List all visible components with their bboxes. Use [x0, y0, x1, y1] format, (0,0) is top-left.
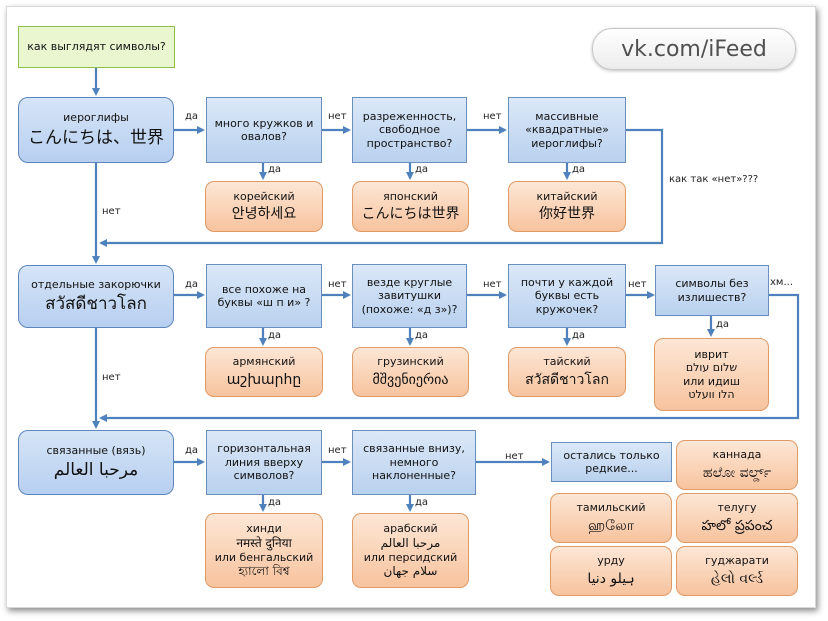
edge-label-no: нет — [102, 372, 121, 383]
answer-name: тайский — [543, 355, 591, 369]
answer-georgian: грузинский მშვენიერია — [352, 347, 469, 397]
answer-script: ಹಲೋ ವರ್ಲ್ಡ್ — [702, 464, 772, 481]
edge-label-no: нет — [328, 111, 347, 122]
answer-name: урду — [597, 554, 625, 568]
answer-script: 안녕하세요 — [231, 206, 297, 223]
question-circles-ovals: много кружков и овалов? — [206, 97, 322, 163]
edge-label-how-no: как так «нет»??? — [669, 174, 759, 185]
edge-label-yes: да — [415, 330, 429, 341]
answer-script: สวัสดีชาวโลก — [525, 371, 609, 388]
edge-label-yes: да — [716, 319, 730, 330]
answer-chinese: китайский 你好世界 — [508, 181, 626, 232]
answer-gujarati: гуджарати હેલો વર્લ્ડ — [676, 546, 798, 596]
edge-label-no: нет — [102, 206, 121, 217]
answer-name: армянский — [232, 355, 296, 369]
edge-label-no: нет — [328, 279, 347, 290]
answer-extra: или персидский — [363, 550, 458, 564]
answer-script: హలో ప్రపంచ — [701, 517, 773, 534]
question-horizontal-line-top: горизонтальная линия вверху символов? — [206, 430, 322, 495]
answer-name: гуджарати — [705, 554, 769, 568]
answer-name: тамильский — [576, 501, 646, 515]
answer-name: арабский — [383, 522, 438, 536]
answer-urdu: урду ہیلو دنیا — [550, 546, 672, 596]
answer-name: иврит — [694, 347, 729, 361]
answer-line: הלו וועלט — [688, 387, 735, 401]
answer-script: მშვენიერია — [372, 371, 449, 388]
answer-hebrew: иврит שלום עולם или идиш הלו וועלט — [654, 338, 769, 411]
answer-script: مرحبا العالم — [380, 535, 441, 550]
answer-script: こんにちは世界 — [361, 206, 460, 223]
answer-tamil: тамильский ஹலோ — [550, 493, 672, 543]
edge-label-yes: да — [415, 497, 429, 508]
question-no-frills: символы без излишеств? — [655, 265, 769, 316]
edge-label-yes: да — [185, 445, 199, 456]
edge-label-no: нет — [483, 111, 502, 122]
category-title: иероглифы — [63, 111, 129, 125]
question-looks-like-letters: все похоже на буквы «ш п и» ? — [206, 264, 322, 328]
answer-arabic: арабский مرحبا العالم или персидский سلا… — [352, 513, 469, 588]
category-separate-squiggles: отдельные закорючки สวัสดีชาวโลก — [18, 265, 174, 328]
edge-label-no: нет — [628, 279, 647, 290]
answer-script: աշխարհը — [226, 371, 302, 388]
question-massive-square: массивные «квадратные» иероглифы? — [508, 97, 626, 163]
answer-script: ஹலோ — [587, 517, 635, 534]
edge-label-yes: да — [268, 497, 282, 508]
answer-name: японский — [383, 189, 438, 203]
edge-label-yes: да — [268, 164, 282, 175]
answer-hindi: хинди नमस्ते दुनिया или бенгальский হ্যা… — [205, 513, 323, 588]
answer-name: грузинский — [377, 355, 444, 369]
question-circle-on-letters: почти у каждой буквы есть кружочек? — [508, 264, 626, 328]
answer-name: хинди — [246, 522, 282, 536]
question-round-curls: везде круглые завитушки (похоже: «д з»)? — [352, 264, 467, 328]
answer-name: телугу — [717, 501, 757, 515]
category-title: отдельные закорючки — [31, 277, 161, 291]
question-connected-bottom: связанные внизу, немного наклоненные? — [352, 430, 476, 495]
category-title: связанные (вязь) — [46, 443, 146, 457]
answer-script-2: سلام جهان — [383, 563, 438, 578]
answer-telugu: телугу హలో ప్రపంచ — [676, 493, 798, 543]
answer-extra: или бенгальский — [214, 550, 314, 564]
edge-label-hm: хм... — [770, 277, 793, 288]
edge-label-yes: да — [415, 164, 429, 175]
edge-label-yes: да — [185, 111, 199, 122]
answer-script-2: হ্যালো বিশ্ব — [238, 563, 290, 578]
category-script: สวัสดีชาวโลก — [45, 294, 147, 315]
brand-badge[interactable]: vk.com/iFeed — [592, 28, 796, 70]
answer-name: каннада — [712, 448, 762, 462]
answer-script: नमस्ते दुनिया — [236, 535, 292, 550]
category-script: مرحبا العالم — [53, 460, 139, 481]
edge-label-yes: да — [572, 164, 586, 175]
answer-name: корейский — [233, 189, 295, 203]
edge-label-no: нет — [505, 451, 524, 462]
answer-line: שלום עולם — [685, 361, 738, 375]
question-sparse-space: разреженность, свободное пространство? — [352, 97, 467, 163]
question-only-rare-left: остались только редкие... — [551, 442, 672, 482]
start-question: как выглядят символы? — [18, 26, 175, 68]
answer-line: или идиш — [683, 374, 740, 388]
category-connected-ligature: связанные (вязь) مرحبا العالم — [18, 430, 174, 495]
edge-label-yes: да — [185, 279, 199, 290]
answer-name: китайский — [536, 189, 598, 203]
answer-script: ہیلو دنیا — [587, 570, 635, 587]
edge-label-no: нет — [328, 445, 347, 456]
category-script: こんにちは、世界 — [28, 127, 164, 148]
category-hieroglyphs: иероглифы こんにちは、世界 — [18, 97, 174, 163]
answer-script: હેલો વર્લ્ડ — [710, 570, 764, 587]
answer-armenian: армянский աշխարհը — [205, 347, 323, 397]
answer-kannada: каннада ಹಲೋ ವರ್ಲ್ಡ್ — [676, 440, 798, 490]
answer-japanese: японский こんにちは世界 — [352, 181, 469, 232]
answer-korean: корейский 안녕하세요 — [205, 181, 323, 232]
answer-thai: тайский สวัสดีชาวโลก — [508, 347, 626, 397]
answer-script: 你好世界 — [539, 206, 595, 223]
edge-label-yes: да — [572, 330, 586, 341]
edge-label-no: нет — [483, 279, 502, 290]
edge-label-yes: да — [268, 330, 282, 341]
